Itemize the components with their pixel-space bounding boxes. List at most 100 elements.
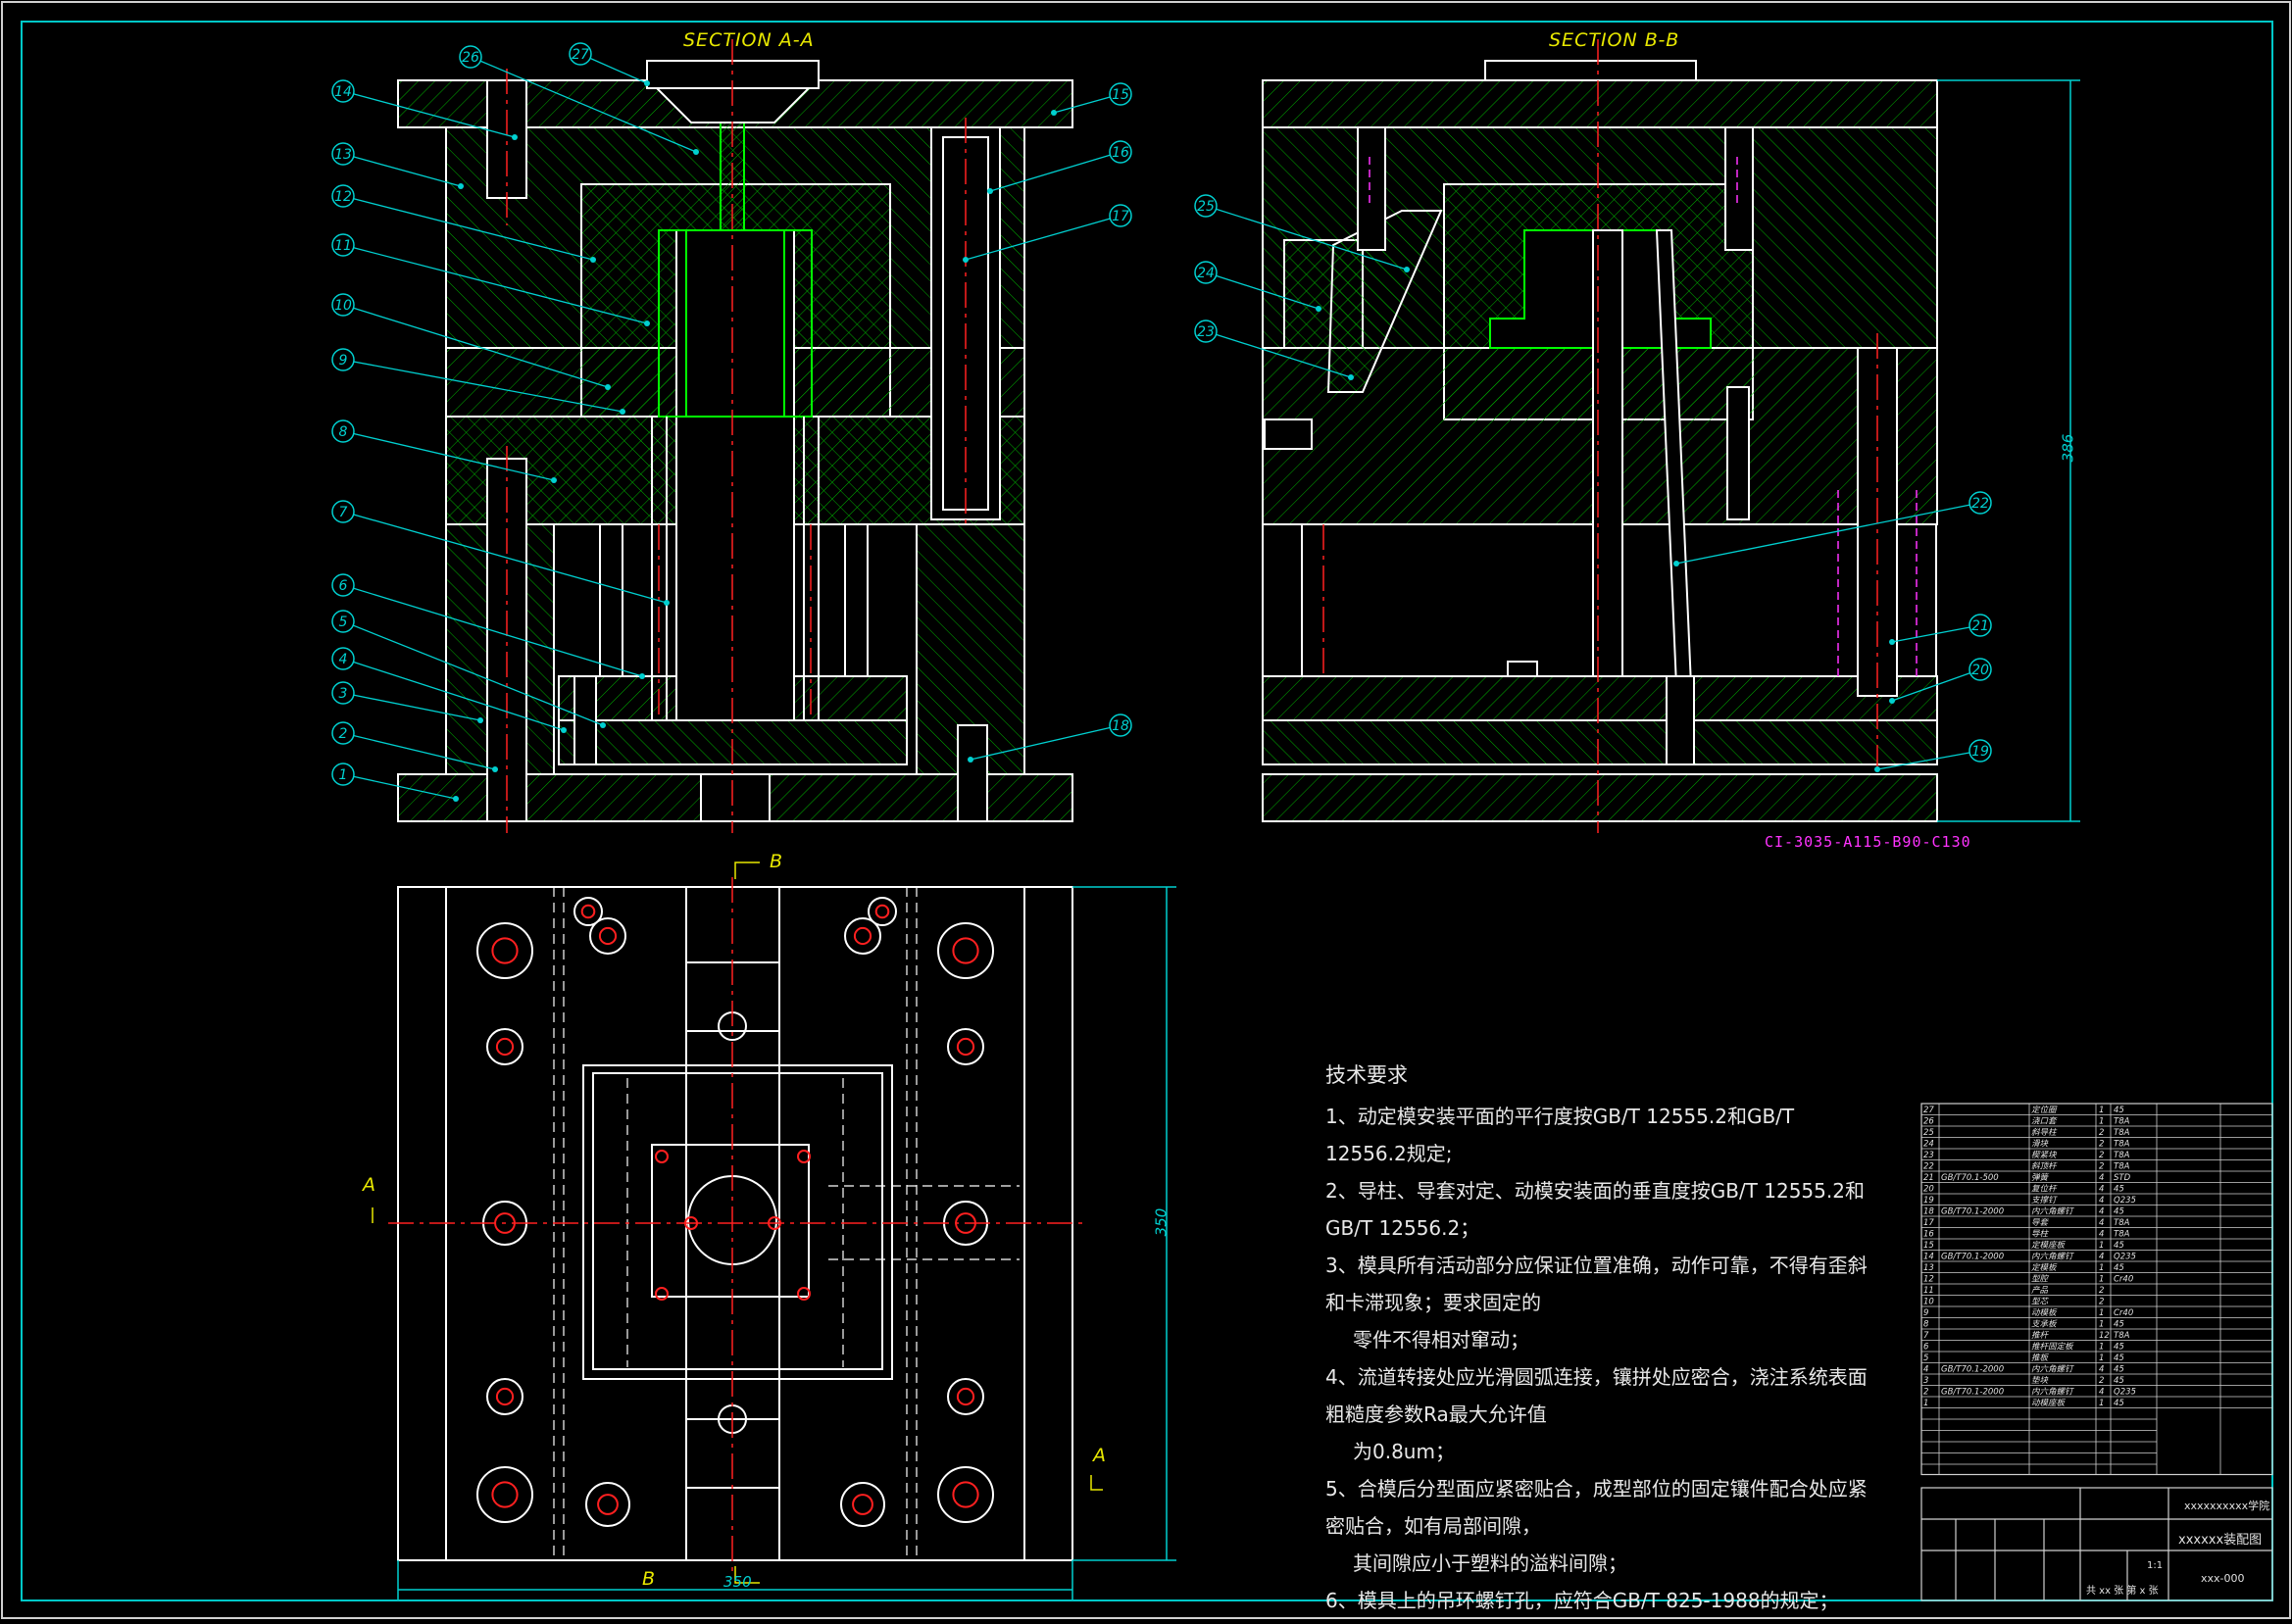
bom-name: 推杆 bbox=[2031, 1330, 2050, 1341]
bom-material: 45 bbox=[2114, 1241, 2124, 1251]
bom-no: 6 bbox=[1923, 1343, 1929, 1353]
part-balloon-12: 12 bbox=[331, 184, 596, 263]
bom-name: 定位圈 bbox=[2031, 1105, 2058, 1115]
bom-no: 13 bbox=[1923, 1263, 1934, 1273]
svg-text:5: 5 bbox=[339, 615, 348, 630]
bom-name: 内六角螺钉 bbox=[2031, 1252, 2074, 1262]
bom-qty: 4 bbox=[2099, 1253, 2104, 1262]
part-balloon-2: 2 bbox=[331, 721, 498, 772]
tech-title: 技术要求 bbox=[1325, 1063, 1408, 1087]
svg-text:22: 22 bbox=[1971, 496, 1989, 512]
bom-material: 45 bbox=[2114, 1320, 2124, 1330]
bom-code: GB/T70.1-2000 bbox=[1941, 1388, 2004, 1398]
svg-text:15: 15 bbox=[1112, 87, 1129, 103]
bom-qty: 2 bbox=[2099, 1162, 2104, 1172]
svg-text:24: 24 bbox=[1197, 266, 1215, 281]
bom-material: 45 bbox=[2114, 1365, 2124, 1375]
bom-no: 24 bbox=[1923, 1140, 1934, 1150]
bom-name: 产品 bbox=[2031, 1285, 2049, 1296]
bom-qty: 1 bbox=[2099, 1399, 2104, 1408]
part-balloon-9: 9 bbox=[331, 348, 625, 415]
bom-qty: 2 bbox=[2099, 1286, 2104, 1296]
part-balloon-18: 18 bbox=[968, 714, 1132, 763]
tech-line-9: 6、模具上的吊环螺钉孔，应符合GB/T 825-1988的规定； bbox=[1325, 1589, 1839, 1612]
bom-qty: 4 bbox=[2099, 1173, 2104, 1183]
bom-no: 5 bbox=[1923, 1353, 1928, 1363]
svg-text:16: 16 bbox=[1112, 145, 1129, 161]
technical-requirements: 技术要求 1、动定模安装平面的平行度按GB/T 12555.2和GB/T 125… bbox=[1325, 1057, 1874, 1619]
title-school: xxxxxxxxxx学院 bbox=[2184, 1500, 2270, 1512]
part-balloon-5: 5 bbox=[331, 610, 606, 728]
bom-name: 型芯 bbox=[2031, 1297, 2050, 1307]
bom-name: 内六角螺钉 bbox=[2031, 1387, 2074, 1398]
tech-line-3: 3、模具所有活动部分应保证位置准确，动作可靠，不得有歪斜和卡滞现象；要求固定的 bbox=[1325, 1254, 1868, 1314]
bom-name: 复位杆 bbox=[2031, 1184, 2058, 1195]
bom-no: 10 bbox=[1923, 1298, 1934, 1307]
part-balloon-3: 3 bbox=[331, 681, 483, 723]
bom-material: 45 bbox=[2114, 1353, 2124, 1363]
part-balloon-15: 15 bbox=[1051, 82, 1132, 116]
section-b-b-view bbox=[1262, 60, 1938, 822]
bom-qty: 1 bbox=[2099, 1263, 2104, 1273]
part-balloon-21: 21 bbox=[1889, 614, 1992, 645]
bom-code: GB/T70.1-500 bbox=[1941, 1173, 1999, 1183]
bom-material: T8A bbox=[2114, 1117, 2130, 1127]
part-balloon-22: 22 bbox=[1673, 491, 1992, 566]
bom-material: STD bbox=[2114, 1173, 2131, 1183]
dimension-lines bbox=[397, 79, 2080, 1599]
svg-text:8: 8 bbox=[339, 424, 348, 440]
bom-code: GB/T70.1-2000 bbox=[1941, 1365, 2004, 1375]
part-balloon-16: 16 bbox=[987, 140, 1132, 194]
bom-material: 45 bbox=[2114, 1399, 2124, 1408]
bom-material: 45 bbox=[2114, 1263, 2124, 1273]
bom-no: 14 bbox=[1923, 1253, 1934, 1262]
svg-text:7: 7 bbox=[339, 505, 348, 520]
view-marker-a-left: A bbox=[363, 1174, 376, 1196]
svg-text:21: 21 bbox=[1971, 618, 1989, 634]
svg-text:23: 23 bbox=[1197, 324, 1215, 340]
bom-name: 动模座板 bbox=[2031, 1398, 2067, 1408]
bom-name: 楔紧块 bbox=[2031, 1150, 2057, 1160]
bom-no: 12 bbox=[1923, 1275, 1934, 1285]
bom-qty: 4 bbox=[2099, 1365, 2104, 1375]
view-marker-b-bottom: B bbox=[642, 1568, 657, 1590]
bom-name: 导柱 bbox=[2031, 1229, 2050, 1240]
title-drawing-no: xxx-000 bbox=[2201, 1572, 2245, 1585]
svg-text:9: 9 bbox=[339, 353, 348, 369]
svg-text:17: 17 bbox=[1112, 209, 1129, 224]
title-drawing-name: xxxxxx装配图 bbox=[2178, 1533, 2263, 1548]
bom-code: GB/T70.1-2000 bbox=[1941, 1207, 2004, 1217]
bom-material: Cr40 bbox=[2114, 1308, 2133, 1318]
bom-name: 导套 bbox=[2031, 1217, 2050, 1228]
part-balloon-6: 6 bbox=[331, 573, 645, 679]
section-b-title: SECTION B-B bbox=[1549, 29, 1680, 51]
bom-qty: 1 bbox=[2099, 1353, 2104, 1363]
bom-material: T8A bbox=[2114, 1140, 2130, 1150]
bom-name: 斜导柱 bbox=[2031, 1127, 2058, 1138]
bom-no: 19 bbox=[1923, 1196, 1934, 1206]
bom-name: 动模板 bbox=[2031, 1307, 2058, 1318]
tech-line-7: 5、合模后分型面应紧密贴合，成型部位的固定镶件配合处应紧密贴合，如有局部间隙， bbox=[1325, 1477, 1868, 1538]
bom-no: 25 bbox=[1923, 1128, 1934, 1138]
svg-text:14: 14 bbox=[334, 84, 352, 100]
bom-material: 45 bbox=[2114, 1106, 2124, 1115]
bom-qty: 4 bbox=[2099, 1218, 2104, 1228]
part-code: CI-3035-A115-B90-C130 bbox=[1765, 833, 1971, 851]
bom-qty: 1 bbox=[2099, 1106, 2104, 1115]
bom-material: T8A bbox=[2114, 1230, 2130, 1240]
bom-no: 21 bbox=[1923, 1173, 1934, 1183]
tech-line-5: 4、流道转接处应光滑圆弧连接，镶拼处应密合，浇注系统表面粗糙度参数Ra最大允许值 bbox=[1325, 1365, 1868, 1426]
